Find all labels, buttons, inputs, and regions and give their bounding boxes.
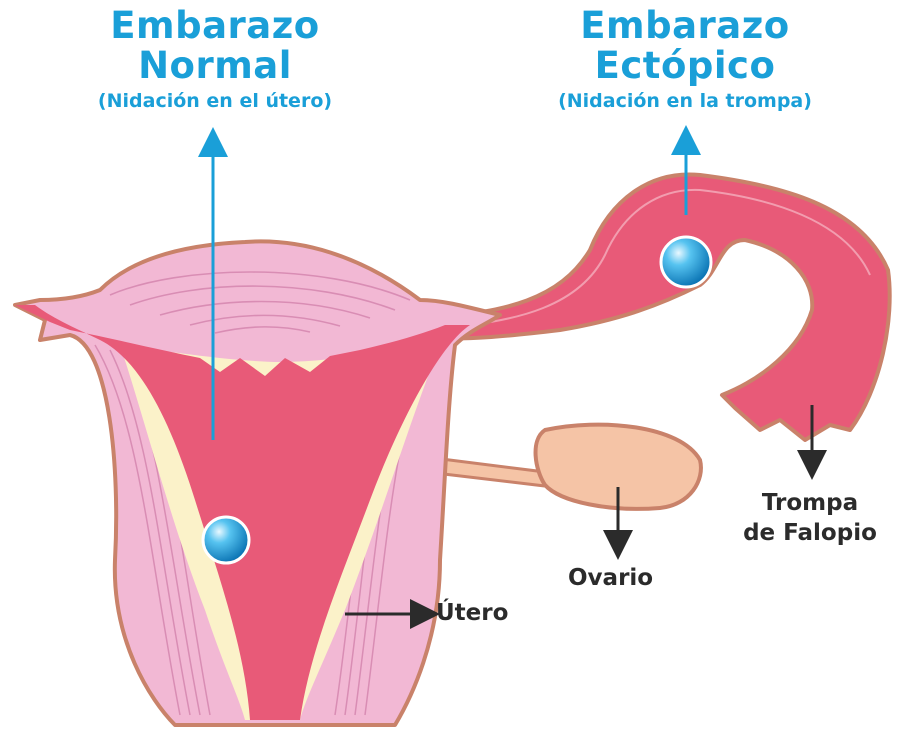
ovary-label: Ovario [568,563,653,593]
tube-label-line2: de Falopio [735,518,885,548]
uterus-label: Útero [436,598,508,628]
fallopian-tube [430,174,890,440]
tube-label: Trompa de Falopio [735,488,885,548]
embryo-tube-icon [661,237,711,287]
normal-title-line2: Normal [40,46,390,86]
normal-title-subtitle: (Nidación en el útero) [40,88,390,114]
normal-pregnancy-title: Embarazo Normal (Nidación en el útero) [40,6,390,114]
embryo-uterus-icon [203,517,249,563]
normal-title-line1: Embarazo [40,6,390,46]
ectopic-title-line1: Embarazo [495,6,875,46]
tube-label-line1: Trompa [735,488,885,518]
ectopic-pregnancy-title: Embarazo Ectópico (Nidación en la trompa… [495,6,875,114]
ectopic-title-line2: Ectópico [495,46,875,86]
ectopic-title-subtitle: (Nidación en la trompa) [495,88,875,114]
